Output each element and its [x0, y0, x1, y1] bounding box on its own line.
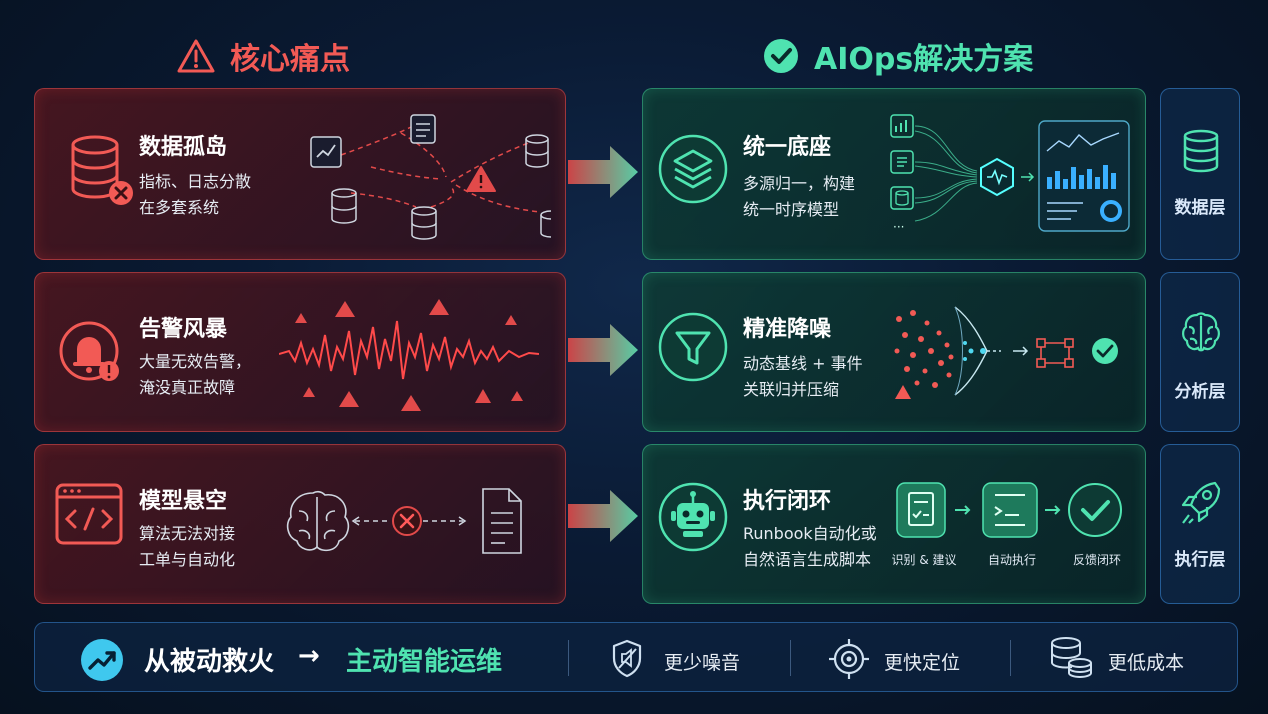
- pain-card-alert-storm: 告警风暴 大量无效告警， 淹没真正故障: [34, 272, 566, 432]
- solution-title: 执行闭环: [743, 489, 832, 514]
- exec-steps-illustration: [896, 482, 1122, 538]
- check-circle-icon: [764, 39, 798, 73]
- database-icon: [411, 206, 437, 240]
- pain-desc-line1: 大量无效告警，: [139, 352, 252, 371]
- database-error-icon: [71, 135, 133, 205]
- solution-desc-line2: 关联归并压缩: [743, 380, 840, 399]
- pain-title: 数据孤岛: [139, 135, 228, 160]
- solution-desc-line1: Runbook自动化或: [743, 524, 877, 543]
- solution-desc-line1: 多源归一，构建: [743, 174, 856, 193]
- filter-icon: [658, 312, 728, 382]
- trend-up-icon: [81, 639, 123, 681]
- pain-card-data-silo: 数据孤岛 指标、日志分散 在多套系统: [34, 88, 566, 260]
- database-icon: [1183, 129, 1219, 173]
- layer-card-analysis: 分析层: [1160, 272, 1240, 432]
- transformation-to: 主动智能运维: [346, 647, 503, 677]
- svg-text:···: ···: [893, 220, 904, 234]
- exec-step-label: 反馈闭环: [1072, 553, 1121, 567]
- document-source-icon: [890, 150, 914, 174]
- noise-funnel-illustration: [894, 306, 1118, 399]
- disconnected-model-illustration: [286, 488, 522, 554]
- solution-desc-line1: 动态基线 + 事件: [743, 354, 863, 373]
- database-source-icon: [890, 186, 914, 210]
- alert-triangle-icon: [295, 299, 523, 411]
- database-icon: [540, 210, 551, 238]
- pain-desc-line1: 指标、日志分散: [139, 172, 252, 191]
- layer-label: 分析层: [1174, 382, 1226, 402]
- layers-icon: [658, 134, 728, 204]
- brain-icon: [1182, 312, 1220, 352]
- alert-triangle-icon: [895, 385, 911, 399]
- scattered-systems-illustration: [310, 114, 551, 240]
- transition-arrow: [568, 146, 638, 198]
- target-icon: [829, 639, 869, 679]
- check-circle-icon: [1092, 338, 1118, 364]
- transition-arrow: [568, 324, 638, 376]
- divider: [568, 640, 569, 676]
- chart-doc-icon: [310, 136, 342, 168]
- solution-title: 精准降噪: [743, 317, 832, 342]
- divider: [790, 640, 791, 676]
- brain-icon: [286, 490, 350, 552]
- layer-card-exec: 执行层: [1160, 444, 1240, 604]
- shield-mute-icon: [612, 639, 642, 678]
- pain-desc-line2: 淹没真正故障: [139, 378, 236, 397]
- solution-desc-line2: 统一时序模型: [743, 200, 840, 219]
- exec-step-label: 自动执行: [987, 553, 1036, 567]
- feedback-check-icon: [1068, 483, 1122, 537]
- solution-card-noise-reduction: 精准降噪 动态基线 + 事件 关联归并压缩: [642, 272, 1146, 432]
- rocket-icon: [1181, 481, 1221, 524]
- pain-heading: 核心痛点: [176, 34, 350, 78]
- pain-desc-line2: 工单与自动化: [139, 550, 236, 569]
- summary-bar: [34, 622, 1238, 692]
- data-unification-illustration: ···: [890, 114, 1130, 234]
- event-graph-icon: [1036, 338, 1074, 368]
- pain-title: 告警风暴: [139, 317, 228, 342]
- warning-icon: [177, 39, 215, 73]
- solution-heading-text: AIOps解决方案: [814, 42, 1034, 77]
- pain-title: 模型悬空: [139, 489, 228, 514]
- database-icon: [525, 134, 549, 168]
- robot-icon: [658, 482, 728, 552]
- pain-desc-line2: 在多套系统: [139, 198, 220, 217]
- solution-card-exec-loop: 执行闭环 Runbook自动化或 自然语言生成脚本 识别 & 建议 自动执行 反…: [642, 444, 1146, 604]
- transition-arrow: [568, 490, 638, 542]
- alert-waveform-illustration: [279, 299, 539, 411]
- solution-desc-line2: 自然语言生成脚本: [743, 550, 872, 569]
- layer-card-data: 数据层: [1160, 88, 1240, 260]
- layer-label: 执行层: [1174, 550, 1226, 570]
- pain-heading-text: 核心痛点: [230, 42, 350, 77]
- divider: [1010, 640, 1011, 676]
- bell-alert-icon: [59, 321, 119, 381]
- code-window-icon: [55, 483, 123, 545]
- benefit-label: 更快定位: [884, 652, 961, 674]
- solution-heading: AIOps解决方案: [762, 34, 1033, 78]
- solution-card-unified-base: 统一底座 多源归一，构建 统一时序模型 ···: [642, 88, 1146, 260]
- document-icon: [410, 114, 436, 144]
- solution-title: 统一底座: [743, 135, 832, 160]
- ticket-document-icon: [482, 488, 522, 554]
- benefit-label: 更低成本: [1108, 652, 1185, 674]
- pain-desc-line1: 算法无法对接: [139, 524, 236, 543]
- alert-triangle-icon: [466, 166, 496, 192]
- report-step-icon: [896, 482, 946, 538]
- exec-step-label: 识别 & 建议: [891, 553, 957, 567]
- database-icon: [331, 188, 357, 224]
- coins-icon: [1051, 637, 1092, 678]
- pain-card-model-gap: 模型悬空 算法无法对接 工单与自动化: [34, 444, 566, 604]
- transformation-from: 从被动救火: [144, 647, 275, 677]
- transformation-arrow: →: [298, 641, 320, 671]
- layer-label: 数据层: [1174, 198, 1226, 218]
- chart-source-icon: [890, 114, 914, 138]
- benefit-label: 更少噪音: [664, 652, 741, 674]
- terminal-step-icon: [982, 482, 1038, 538]
